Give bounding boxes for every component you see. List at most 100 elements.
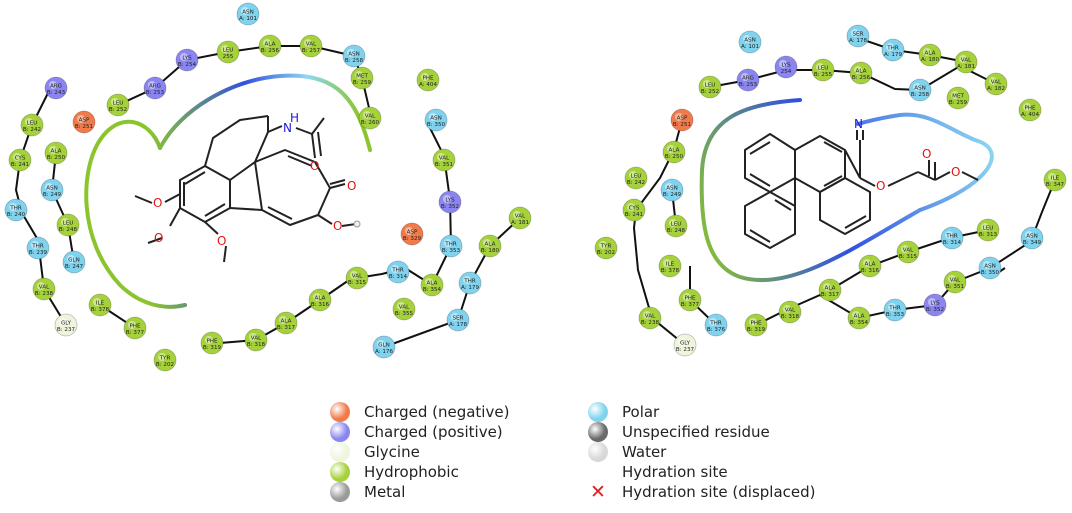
left-pocket-outline-top: [158, 73, 372, 152]
residue-name: LEU: [63, 221, 74, 227]
residue-circle: [738, 30, 762, 54]
residue-name: ILE: [666, 262, 675, 268]
residue-circle: [4, 198, 28, 222]
residue-name: SER: [453, 316, 464, 322]
residue-id: B: 251: [673, 122, 692, 128]
legend-item-glycine: Glycine: [330, 442, 420, 462]
residue-circle: [918, 43, 942, 67]
residue-highlight: [397, 302, 405, 310]
residue-id: A: 101: [239, 16, 258, 22]
residue-name: ALA: [854, 314, 865, 320]
residue-circle: [622, 198, 646, 222]
residue-circle: [342, 44, 366, 68]
residue-id: B: 249: [663, 192, 682, 198]
residue-circle: [432, 148, 456, 172]
residue-highlight: [451, 313, 459, 321]
residue-circle: [439, 234, 463, 258]
residue-name: VAL: [515, 214, 526, 220]
residue-id: 255: [223, 54, 234, 60]
legend-item-polar: Polar: [588, 402, 659, 422]
residue-id: 254: [781, 69, 792, 75]
residue-highlight: [669, 219, 677, 227]
residue-circle: [662, 140, 686, 164]
residue-circle: [594, 236, 618, 260]
residue-circle: [847, 306, 871, 330]
residue-id: B: 352: [926, 307, 944, 313]
residue-highlight: [9, 203, 17, 211]
residue-id: B: 354: [423, 287, 442, 293]
red-cross-icon: ✕: [590, 481, 606, 503]
residue-id: A: 404: [419, 82, 438, 88]
residue-highlight: [31, 241, 39, 249]
residue-highlight: [13, 153, 21, 161]
residue-highlight: [627, 203, 635, 211]
residue-highlight: [783, 305, 791, 313]
residue-name: PHE: [422, 76, 434, 82]
residue-highlight: [599, 241, 607, 249]
residue-id: B: 259: [949, 100, 968, 106]
residue-circle: [44, 76, 68, 100]
residue-circle: [508, 206, 532, 230]
residue-highlight: [901, 245, 909, 253]
residue-circle: [350, 66, 374, 90]
residue-highlight: [350, 271, 358, 279]
residue-name: TYR: [600, 244, 612, 250]
residue-circle: [624, 166, 648, 190]
residue-highlight: [405, 227, 413, 235]
legend-item-water: Water: [588, 442, 666, 462]
residue-highlight: [703, 80, 711, 88]
residue-name: ASN: [430, 116, 442, 122]
residue-id: A: 181: [511, 220, 530, 226]
residue-highlight: [683, 293, 691, 301]
residue-name: PHE: [129, 324, 141, 330]
residue-name: CYS: [629, 206, 640, 212]
residue-highlight: [741, 73, 749, 81]
hydration-site-marker: [353, 220, 361, 228]
residue-name: VAL: [251, 336, 262, 342]
residue-id: B: 202: [597, 250, 615, 256]
residue-name: ARG: [149, 84, 161, 90]
residue-circle: [846, 24, 870, 48]
residue-name: GLN: [68, 258, 80, 264]
residue-circle: [72, 110, 96, 134]
residue-highlight: [749, 318, 757, 326]
residue-circle: [954, 50, 978, 74]
residue-id: B: 252: [701, 89, 719, 95]
residue-id: B: 253: [146, 90, 165, 96]
residue-highlight: [989, 77, 997, 85]
residue-highlight: [981, 223, 989, 231]
residue-highlight: [355, 71, 363, 79]
residue-id: B: 202: [156, 362, 174, 368]
residue-id: B: 239: [29, 250, 48, 256]
residue-name: LYS: [182, 56, 192, 62]
residue-name: THR: [888, 306, 901, 312]
charged-positive-swatch-icon: [330, 422, 350, 442]
ligand-interaction-diagrams: N H O O O O O O: [4, 2, 1067, 372]
right-pocket-outline: [699, 98, 994, 283]
residue-highlight: [148, 81, 156, 89]
residue-name: VAL: [439, 156, 450, 162]
residue-highlight: [158, 353, 166, 361]
